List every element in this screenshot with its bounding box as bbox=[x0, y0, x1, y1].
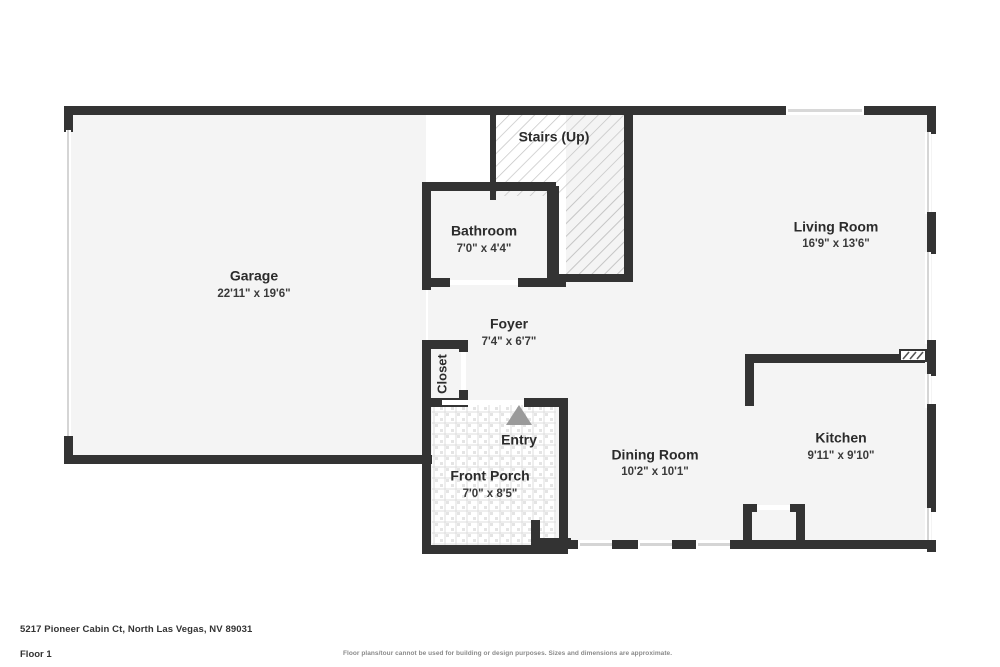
wall-bathroom-bottom-right bbox=[518, 278, 566, 287]
wall-porch-top-right bbox=[524, 398, 568, 407]
dining-room-label: Dining Room bbox=[611, 447, 698, 463]
window-right-2-line bbox=[927, 252, 929, 344]
wall-closet-right-top bbox=[459, 340, 468, 352]
kitchen-dimensions: 9'11" x 9'10" bbox=[808, 450, 875, 462]
wall-left-bottom-stub bbox=[64, 436, 73, 464]
wall-closet-right-bottom bbox=[459, 390, 468, 404]
garage-label: Garage bbox=[230, 268, 278, 284]
closet-label: Closet bbox=[434, 353, 449, 393]
wall-right-mid-2 bbox=[927, 340, 936, 376]
kitchen-counter-hatch-3 bbox=[916, 351, 924, 360]
wall-stairs-left bbox=[490, 110, 496, 200]
stairs-hatch-fill-lower bbox=[566, 196, 630, 276]
wall-bottom-2 bbox=[612, 540, 640, 549]
entry-label: Entry bbox=[501, 432, 537, 448]
wall-right-mid-1 bbox=[927, 212, 936, 254]
stairs-label: Stairs (Up) bbox=[519, 129, 590, 145]
wall-porch-top-left bbox=[422, 398, 442, 407]
garage-dimensions: 22'11" x 19'6" bbox=[217, 288, 290, 300]
window-right-1-line bbox=[927, 132, 929, 214]
wall-porch-step-bottom bbox=[531, 538, 571, 547]
bathroom-door-opening bbox=[450, 280, 518, 285]
disclaimer-text: Floor plans/tour cannot be used for buil… bbox=[343, 650, 673, 657]
porch-top-opening bbox=[442, 400, 524, 405]
garage-floor bbox=[68, 110, 426, 462]
window-bottom-1-line bbox=[580, 543, 612, 546]
closet-door-opening bbox=[461, 352, 466, 390]
wall-porch-right bbox=[559, 398, 568, 550]
kitchen-counter-hatch-2 bbox=[909, 351, 917, 360]
wall-bathroom-bottom-left bbox=[422, 278, 450, 287]
living-room-label: Living Room bbox=[794, 219, 879, 235]
alcove-opening bbox=[757, 505, 790, 510]
wall-stairs-bottom bbox=[551, 274, 631, 282]
stairs-area bbox=[494, 110, 630, 276]
front-porch-dimensions: 7'0" x 8'5" bbox=[463, 488, 518, 500]
bathroom-floor bbox=[428, 186, 556, 284]
window-top-glass bbox=[788, 109, 862, 112]
room-labels: Garage 22'11" x 19'6" Stairs (Up) Bathro… bbox=[217, 129, 878, 500]
window-right-3-line bbox=[927, 374, 929, 408]
wall-garage-bottom bbox=[64, 455, 432, 464]
walls bbox=[64, 106, 936, 554]
wall-alcove-left bbox=[743, 504, 752, 544]
wall-right-stub-top bbox=[927, 106, 936, 134]
wall-porch-bottom bbox=[422, 545, 568, 554]
front-porch-label: Front Porch bbox=[450, 468, 529, 484]
foyer-label: Foyer bbox=[490, 316, 529, 332]
wall-kitchen-divider-horiz bbox=[745, 354, 925, 363]
window-bottom-3-line bbox=[698, 543, 730, 546]
wall-right-mid-3 bbox=[927, 404, 936, 512]
wall-left-top-stub bbox=[64, 106, 73, 132]
wall-top-stairs bbox=[430, 106, 786, 115]
foyer-dimensions: 7'4" x 6'7" bbox=[482, 336, 537, 348]
wall-closet-top bbox=[422, 340, 468, 349]
wall-garage-right-lower bbox=[422, 340, 431, 408]
dining-room-dimensions: 10'2" x 10'1" bbox=[621, 466, 689, 478]
wall-kitchen-divider-vert bbox=[745, 354, 754, 406]
garage-door-line bbox=[67, 130, 69, 440]
floor-label: Floor 1 bbox=[20, 649, 52, 660]
wall-stairs-right bbox=[624, 106, 633, 282]
wall-bottom-3 bbox=[672, 540, 698, 549]
wall-stairs-divider-vert bbox=[551, 186, 559, 282]
window-bottom-2-line bbox=[640, 543, 672, 546]
wall-bottom-1 bbox=[566, 540, 580, 549]
wall-garage-right-upper bbox=[422, 182, 431, 290]
living-room-dimensions: 16'9" x 13'6" bbox=[802, 238, 870, 250]
wall-alcove-right bbox=[796, 504, 805, 544]
kitchen-label: Kitchen bbox=[815, 430, 866, 446]
wall-bottom-4 bbox=[730, 540, 936, 549]
wall-alcove-top-left bbox=[743, 504, 757, 512]
bathroom-label: Bathroom bbox=[451, 223, 517, 239]
property-address: 5217 Pioneer Cabin Ct, North Las Vegas, … bbox=[20, 624, 253, 635]
wall-garage-right-porch bbox=[422, 398, 431, 554]
wall-bathroom-top bbox=[422, 182, 556, 191]
wall-porch-step-right bbox=[531, 520, 540, 554]
bathroom-dimensions: 7'0" x 4'4" bbox=[457, 243, 512, 255]
kitchen-counter-hatch-1 bbox=[902, 351, 910, 360]
wall-alcove-top-right bbox=[790, 504, 805, 512]
window-right-4-line bbox=[927, 508, 929, 544]
wall-top-garage bbox=[64, 106, 430, 115]
entry-arrow-icon bbox=[506, 405, 532, 425]
wall-top-right bbox=[864, 106, 936, 115]
